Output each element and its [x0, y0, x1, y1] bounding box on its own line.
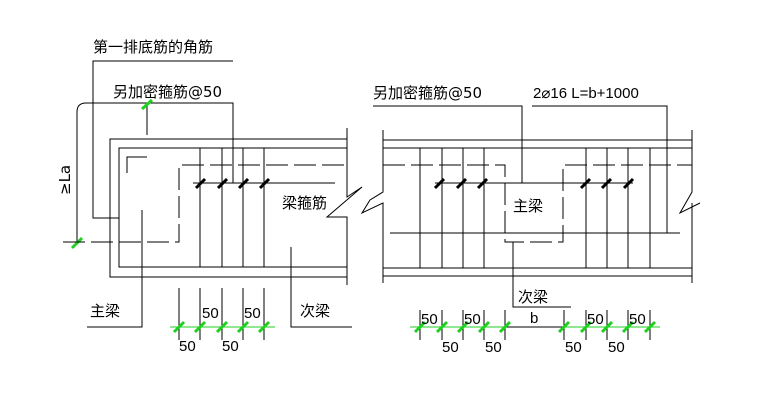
dim-label: 50	[464, 311, 481, 328]
main-beam-leader	[87, 210, 143, 328]
secondary-beam-leader	[512, 242, 571, 308]
main-beam-outer	[109, 138, 347, 278]
main-beam-label: 主梁	[513, 197, 543, 215]
dim-label: 50	[485, 339, 502, 356]
anchor-length-label: ≥La	[56, 165, 74, 195]
left-detail: 第一排底筋的角筋 另加密箍筋@50 ≥La 梁箍筋 主梁 次梁	[56, 38, 363, 355]
secondary-beam-label: 次梁	[300, 302, 330, 320]
secondary-beam-label: 次梁	[518, 288, 548, 306]
right-detail: 另加密箍筋@50 2⌀16 L=b+1000 主梁 次梁	[360, 84, 701, 356]
dimension-line	[170, 288, 275, 340]
width-label: b	[530, 310, 538, 327]
dim-label: 50	[442, 339, 459, 356]
main-beam-inner	[118, 147, 347, 268]
dim-label: 50	[202, 305, 219, 322]
corner-bar-label: 第一排底筋的角筋	[93, 38, 213, 56]
main-beam-label: 主梁	[90, 302, 120, 320]
break-line	[325, 128, 363, 285]
hanger-bar-label: 2⌀16 L=b+1000	[533, 85, 639, 102]
dim-label: 50	[244, 305, 261, 322]
break-line-right	[678, 130, 701, 283]
dim-label: 50	[565, 339, 582, 356]
hanger-bar-leader	[532, 105, 668, 233]
extra-stirrup-leader	[373, 105, 523, 183]
extra-stirrup-label: 另加密箍筋@50	[113, 83, 222, 101]
stirrup-slashes	[433, 177, 635, 190]
tick-mark	[140, 98, 154, 111]
dim-label: 50	[222, 338, 239, 355]
dim-label: 50	[608, 339, 625, 356]
extra-stirrup-label: 另加密箍筋@50	[373, 84, 482, 102]
stirrup-slashes	[194, 177, 271, 190]
main-beam-section-dashed	[383, 164, 692, 243]
extra-stirrup-leader	[76, 102, 234, 243]
bottom-bar-dashed	[63, 164, 347, 243]
dim-label: 50	[629, 311, 646, 328]
corner-bar	[126, 156, 147, 173]
dim-label: 50	[587, 311, 604, 328]
corner-bar-leader	[92, 60, 233, 219]
tick-mark	[70, 236, 84, 250]
dim-label: 50	[179, 338, 196, 355]
dimension-line	[410, 310, 660, 340]
secondary-beam-leader	[290, 247, 352, 328]
dim-label: 50	[421, 311, 438, 328]
stirrups	[419, 148, 651, 268]
stirrups	[199, 148, 265, 267]
break-line-left	[360, 130, 384, 283]
beam-stirrup-label: 梁箍筋	[282, 194, 327, 212]
